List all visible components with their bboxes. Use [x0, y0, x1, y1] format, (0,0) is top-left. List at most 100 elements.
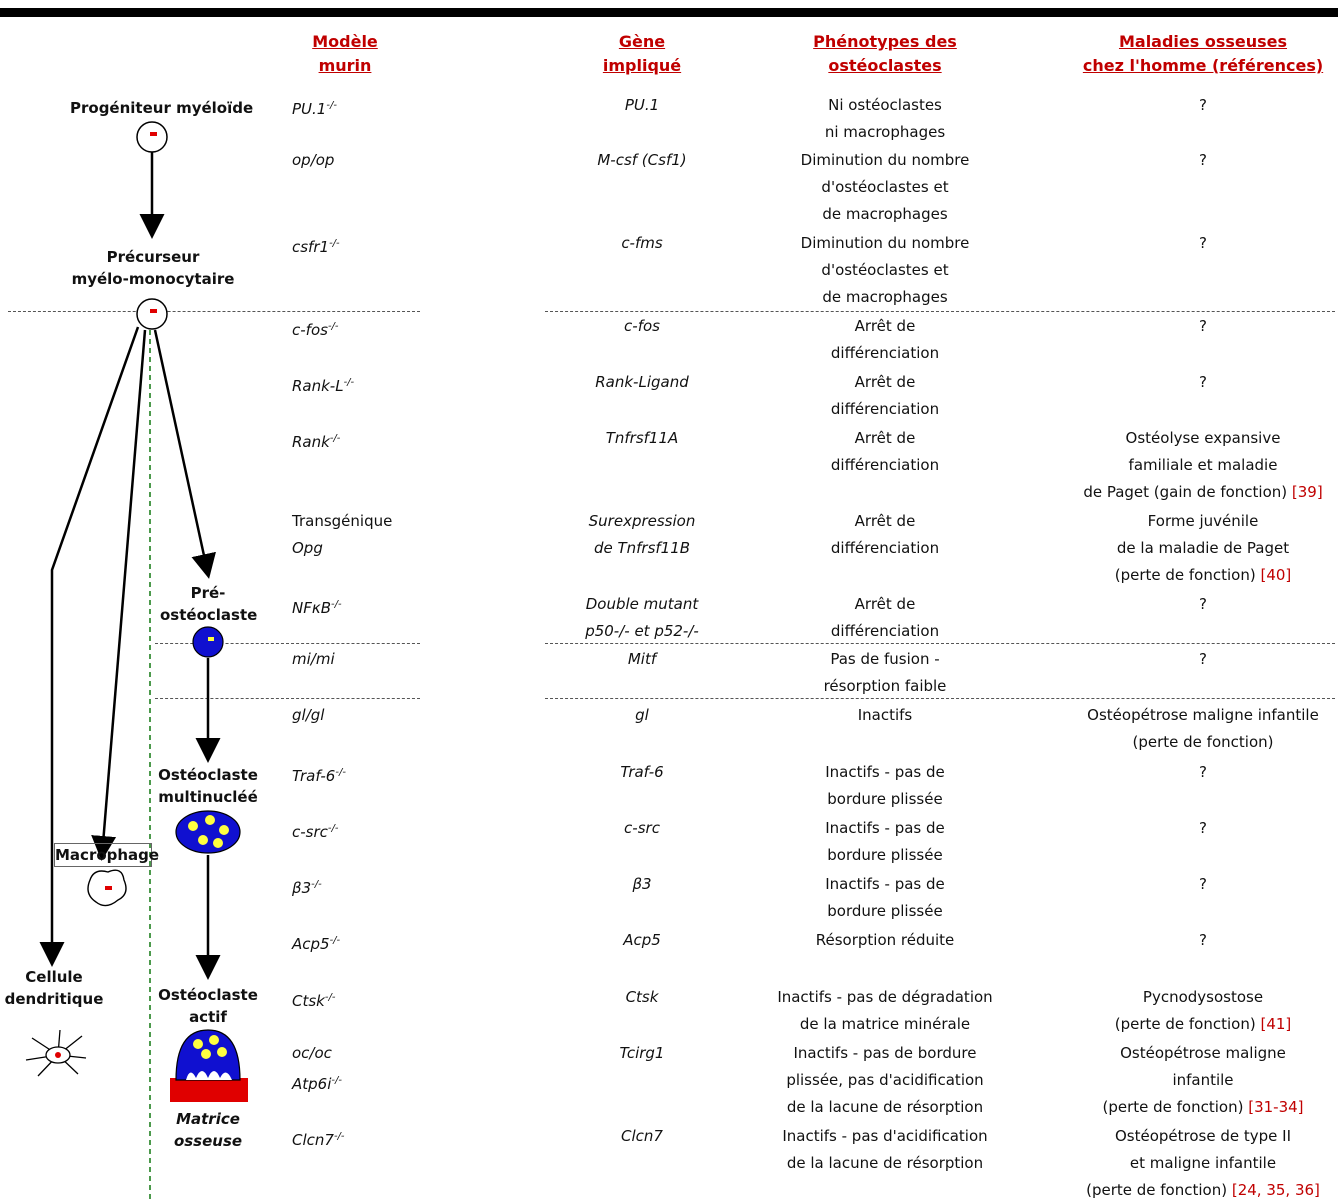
disease-cell: ?: [1070, 369, 1336, 396]
model-cell: β3-/-: [292, 871, 322, 902]
model-name: Atp6i-/-: [292, 1075, 342, 1093]
cell-line: Ni ostéoclastes: [828, 96, 942, 114]
cell-line: Ctsk: [625, 988, 659, 1006]
cell-line: familiale et maladie: [1128, 456, 1278, 474]
disease-cell: ?: [1070, 591, 1336, 618]
model-cell: gl/gl: [292, 702, 324, 729]
cell-line: Acp5: [623, 931, 661, 949]
cell-line: bordure plissée: [827, 902, 943, 920]
cell-line: bordure plissée: [827, 790, 943, 808]
model-cell: Ctsk-/-: [292, 984, 335, 1015]
gene-cell: Clcn7: [560, 1123, 724, 1150]
model-name: Ctsk-/-: [292, 992, 336, 1010]
gene-cell: PU.1: [560, 92, 724, 119]
cell-line: Rank-Ligand: [595, 373, 689, 391]
cell-line: ?: [1199, 650, 1207, 668]
phenotype-cell: Inactifs: [760, 702, 1010, 729]
cell-line: Arrêt de: [854, 595, 916, 613]
gene-cell: c-fos: [560, 313, 724, 340]
disease-cell: Pycnodysostose(perte de fonction) [41]: [1070, 984, 1336, 1038]
cell-line: ?: [1199, 931, 1207, 949]
reference-number: [39]: [1287, 483, 1323, 501]
cell-line: Ostéolyse expansive: [1125, 429, 1281, 447]
cell-line: PU.1: [624, 96, 660, 114]
model-name: Rank-/-: [292, 433, 341, 451]
cell-line: Inactifs - pas de: [825, 875, 945, 893]
separator-line: [545, 643, 1335, 644]
multinucleated-osteoclast-icon: [175, 810, 241, 854]
cell-line: ?: [1199, 875, 1207, 893]
cell-line: Inactifs - pas de: [825, 763, 945, 781]
disease-cell: ?: [1070, 815, 1336, 842]
cell-line: d'ostéoclastes et: [821, 178, 949, 196]
phenotype-cell: Pas de fusion -résorption faible: [760, 646, 1010, 700]
model-name: Rank-L-/-: [292, 377, 355, 395]
cell-line: d'ostéoclastes et: [821, 261, 949, 279]
phenotype-cell: Arrêt de différenciation: [760, 369, 1010, 423]
cell-line: différenciation: [830, 400, 940, 418]
cell-line: Tcirg1: [619, 1044, 665, 1062]
gene-cell: Traf-6: [560, 759, 724, 786]
model-name: c-src-/-: [292, 823, 339, 841]
phenotype-cell: Résorption réduite: [760, 927, 1010, 954]
cell-line: de macrophages: [822, 288, 948, 306]
cell-line: Inactifs - pas de dégradation: [777, 988, 993, 1006]
cell-line: (perte de fonction) [41]: [1114, 1015, 1292, 1033]
label-myeloid-progenitor: Progéniteur myéloïde: [70, 99, 254, 117]
cell-line: Arrêt de: [854, 373, 916, 391]
phenotype-cell: Inactifs - pas de dégradation de la matri…: [760, 984, 1010, 1038]
cell-line: et maligne infantile: [1129, 1154, 1277, 1172]
cell-line: p50-/- et p52-/-: [585, 622, 699, 640]
model-cell: NFκB-/-: [292, 591, 342, 622]
cell-line: M-csf (Csf1): [597, 151, 687, 169]
disease-cell: ?: [1070, 927, 1336, 954]
cell-line: Inactifs: [857, 706, 913, 724]
cell-line: de la matrice minérale: [799, 1015, 971, 1033]
disease-cell: ?: [1070, 871, 1336, 898]
cell-line: Pas de fusion -: [830, 650, 940, 668]
model-name: csfr1-/-: [292, 238, 340, 256]
cell-line: Diminution du nombre: [800, 151, 970, 169]
cell-line: c-fms: [621, 234, 663, 252]
gene-cell: c-fms: [560, 230, 724, 257]
cell-line: ?: [1199, 595, 1207, 613]
cell-line: ?: [1199, 96, 1207, 114]
disease-cell: ?: [1070, 759, 1336, 786]
cell-line: Inactifs - pas de bordure: [793, 1044, 977, 1062]
model-name: Clcn7-/-: [292, 1131, 345, 1149]
dendritic-cell-icon: [25, 1029, 87, 1077]
arrow-to-preosteoclast: [153, 329, 216, 579]
disease-cell: ?: [1070, 646, 1336, 673]
cell-line: Ostéopétrose maligne infantile: [1087, 706, 1319, 724]
cell-line: ?: [1199, 373, 1207, 391]
cell-line: de la maladie de Paget: [1116, 539, 1290, 557]
model-cell: Clcn7-/-: [292, 1123, 345, 1154]
separator-line: [545, 311, 1335, 312]
cell-line: Diminution du nombre: [800, 234, 970, 252]
cell-line: Tnfrsf11A: [605, 429, 679, 447]
gene-cell: Mitf: [560, 646, 724, 673]
label-preosteoclast: Pré-ostéoclaste: [160, 584, 258, 624]
cell-line: de la lacune de résorption: [786, 1098, 984, 1116]
cell-line: Arrêt de: [854, 512, 916, 530]
disease-cell: ?: [1070, 230, 1336, 257]
top-rule: [0, 8, 1338, 17]
model-cell: Rank-/-: [292, 425, 340, 456]
model-cell: Rank-L-/-: [292, 369, 354, 400]
cell-line: (perte de fonction): [1132, 733, 1274, 751]
reference-number: [40]: [1255, 566, 1292, 584]
reference-number: [24, 35, 36]: [1227, 1181, 1320, 1199]
gene-cell: Ctsk: [560, 984, 724, 1011]
gene-cell: gl: [560, 702, 724, 729]
